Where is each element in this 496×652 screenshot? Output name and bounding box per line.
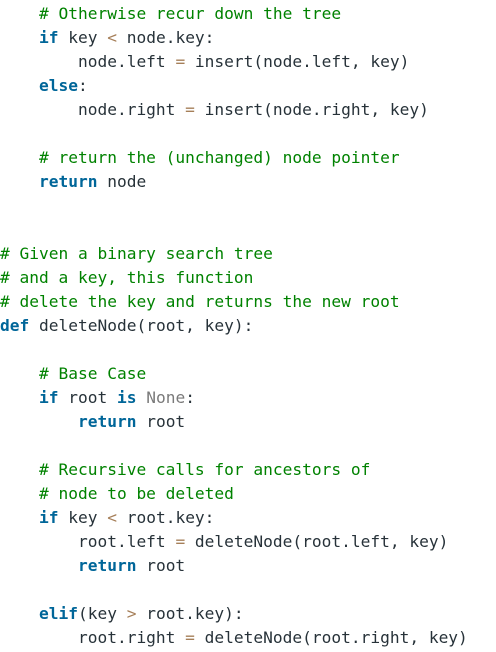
code-line: elif(key > root.key): bbox=[0, 602, 496, 626]
code-text: root.left bbox=[0, 532, 176, 551]
code-comment: # Recursive calls for ancestors of bbox=[38, 460, 371, 479]
code-text: node.left bbox=[0, 52, 176, 71]
code-text bbox=[0, 4, 39, 23]
code-text bbox=[0, 364, 39, 383]
code-line bbox=[0, 218, 496, 242]
code-operator: = bbox=[175, 532, 186, 551]
code-keyword: elif bbox=[38, 604, 78, 623]
code-line: # Base Case bbox=[0, 362, 496, 386]
code-comment: # return the (unchanged) node pointer bbox=[38, 148, 400, 167]
code-keyword: if bbox=[38, 508, 59, 527]
code-text bbox=[136, 388, 146, 407]
code-line: if key < root.key: bbox=[0, 506, 496, 530]
code-text: deleteNode(root, key): bbox=[29, 316, 254, 335]
code-keyword: return bbox=[77, 556, 137, 575]
code-keyword: if bbox=[38, 28, 59, 47]
code-text bbox=[0, 556, 78, 575]
code-text bbox=[0, 172, 39, 191]
code-text: key bbox=[58, 28, 108, 47]
code-line: # Given a binary search tree bbox=[0, 242, 496, 266]
code-operator: < bbox=[107, 28, 117, 47]
code-operator: > bbox=[126, 604, 137, 623]
code-line: return root bbox=[0, 410, 496, 434]
code-line: else: bbox=[0, 74, 496, 98]
code-text bbox=[0, 148, 39, 167]
code-text: : bbox=[185, 388, 195, 407]
code-text bbox=[0, 604, 39, 623]
code-text bbox=[0, 76, 39, 95]
code-comment: # Otherwise recur down the tree bbox=[38, 4, 342, 23]
code-text: root.right bbox=[0, 628, 186, 647]
code-text: root bbox=[136, 412, 186, 431]
code-text bbox=[0, 388, 39, 407]
code-keyword: def bbox=[0, 316, 30, 335]
code-line: # return the (unchanged) node pointer bbox=[0, 146, 496, 170]
code-text: key bbox=[58, 508, 108, 527]
code-keyword: return bbox=[77, 412, 137, 431]
code-operator: < bbox=[107, 508, 117, 527]
code-comment: # node to be deleted bbox=[38, 484, 234, 503]
code-text: insert(node.right, key) bbox=[194, 100, 429, 119]
code-line: return root bbox=[0, 554, 496, 578]
code-line bbox=[0, 434, 496, 458]
code-line: # delete the key and returns the new roo… bbox=[0, 290, 496, 314]
code-operator: = bbox=[175, 52, 186, 71]
code-text: node.right bbox=[0, 100, 186, 119]
code-text: (key bbox=[77, 604, 127, 623]
code-line: # Otherwise recur down the tree bbox=[0, 2, 496, 26]
code-line: return node bbox=[0, 170, 496, 194]
code-text: root bbox=[136, 556, 186, 575]
code-line bbox=[0, 194, 496, 218]
code-comment: # Base Case bbox=[38, 364, 147, 383]
code-text: : bbox=[77, 76, 88, 95]
code-comment: # and a key, this function bbox=[0, 268, 254, 287]
code-line: node.left = insert(node.left, key) bbox=[0, 50, 496, 74]
code-line: # Recursive calls for ancestors of bbox=[0, 458, 496, 482]
code-text bbox=[0, 412, 78, 431]
code-line: if root is None: bbox=[0, 386, 496, 410]
code-operator: = bbox=[185, 628, 195, 647]
code-text: root bbox=[58, 388, 117, 407]
code-comment: # Given a binary search tree bbox=[0, 244, 273, 263]
code-text: root.key: bbox=[116, 508, 215, 527]
code-line: root.left = deleteNode(root.left, key) bbox=[0, 530, 496, 554]
code-line bbox=[0, 122, 496, 146]
code-line: if key < node.key: bbox=[0, 26, 496, 50]
code-line: root.right = deleteNode(root.right, key) bbox=[0, 626, 496, 650]
code-text bbox=[0, 508, 39, 527]
code-text: deleteNode(root.right, key) bbox=[194, 628, 468, 647]
code-line: # and a key, this function bbox=[0, 266, 496, 290]
code-text bbox=[0, 460, 39, 479]
code-text bbox=[0, 484, 39, 503]
code-text: deleteNode(root.left, key) bbox=[185, 532, 449, 551]
code-line: node.right = insert(node.right, key) bbox=[0, 98, 496, 122]
code-comment: # delete the key and returns the new roo… bbox=[0, 292, 400, 311]
code-keyword: if bbox=[38, 388, 59, 407]
code-operator: = bbox=[185, 100, 195, 119]
code-keyword: else bbox=[38, 76, 78, 95]
code-text: node.key: bbox=[116, 28, 215, 47]
code-keyword: is bbox=[116, 388, 137, 407]
code-builtin: None bbox=[146, 388, 186, 407]
code-text bbox=[0, 28, 39, 47]
code-line bbox=[0, 578, 496, 602]
code-line bbox=[0, 338, 496, 362]
code-line: # node to be deleted bbox=[0, 482, 496, 506]
code-text: node bbox=[97, 172, 147, 191]
code-line: def deleteNode(root, key): bbox=[0, 314, 496, 338]
code-keyword: return bbox=[38, 172, 98, 191]
code-text: root.key): bbox=[136, 604, 244, 623]
code-text: insert(node.left, key) bbox=[185, 52, 410, 71]
